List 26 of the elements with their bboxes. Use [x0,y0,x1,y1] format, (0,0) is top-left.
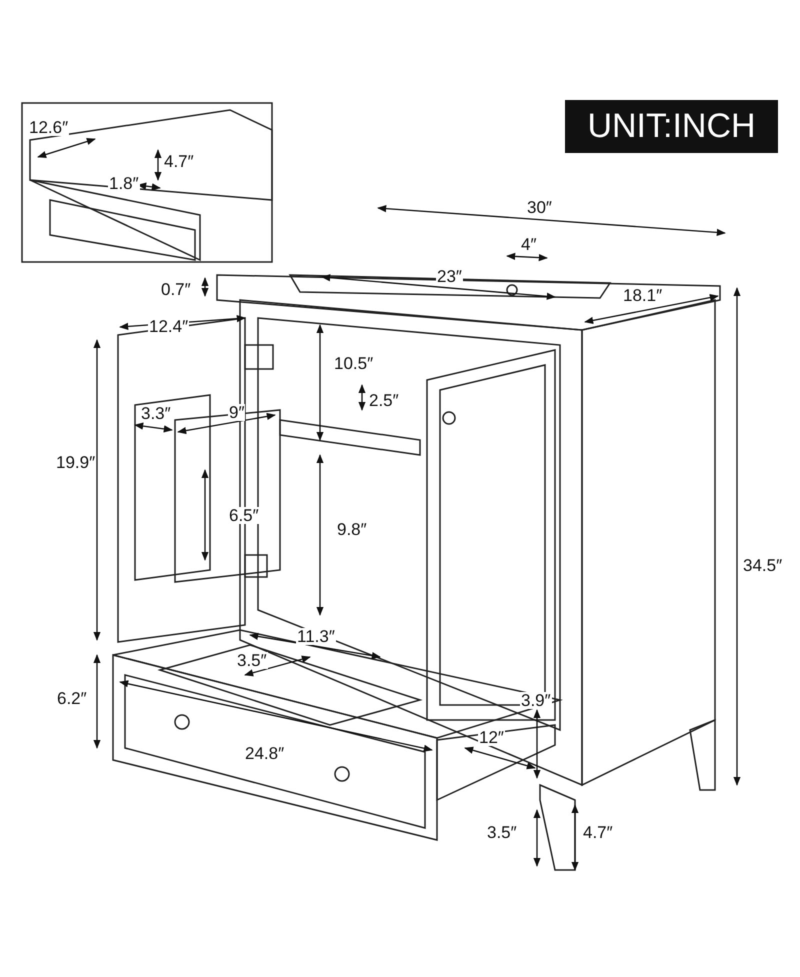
dimension-label: 18.1″ [622,287,664,304]
dimension-label: 12″ [478,729,505,746]
dimension-label: 3.9″ [520,692,552,709]
dimension-label: 9.8″ [336,521,368,538]
dimension-label: 24.8″ [244,745,286,762]
dimension-label: 3.3″ [140,405,172,422]
unit-heading: UNIT:INCH [565,100,778,153]
dimension-label: 23″ [436,268,463,285]
dimension-label: 34.5″ [742,557,784,574]
dimension-label: 4.7″ [163,153,195,170]
dimension-label: 0.7″ [160,281,192,298]
dimension-label: 19.9″ [55,454,96,471]
dimension-label: 11.3″ [296,628,336,645]
dimension-label: 6.5″ [228,507,260,524]
dimension-label: 2.5″ [368,392,400,409]
dimension-label: 10.5″ [333,355,374,372]
dimension-label: 9″ [228,404,246,421]
dimension-label: 30″ [526,199,553,216]
dimension-label: 3.5″ [486,824,518,841]
dimension-label: 4″ [520,236,538,253]
dimension-label: 3.5″ [236,652,268,669]
dimension-label: 1.8″ [108,175,140,192]
dimension-label: 4.7″ [582,824,614,841]
dimension-label: 12.4″ [148,318,190,335]
dimension-label: 12.6″ [28,119,70,136]
dimension-label: 6.2″ [56,690,88,707]
